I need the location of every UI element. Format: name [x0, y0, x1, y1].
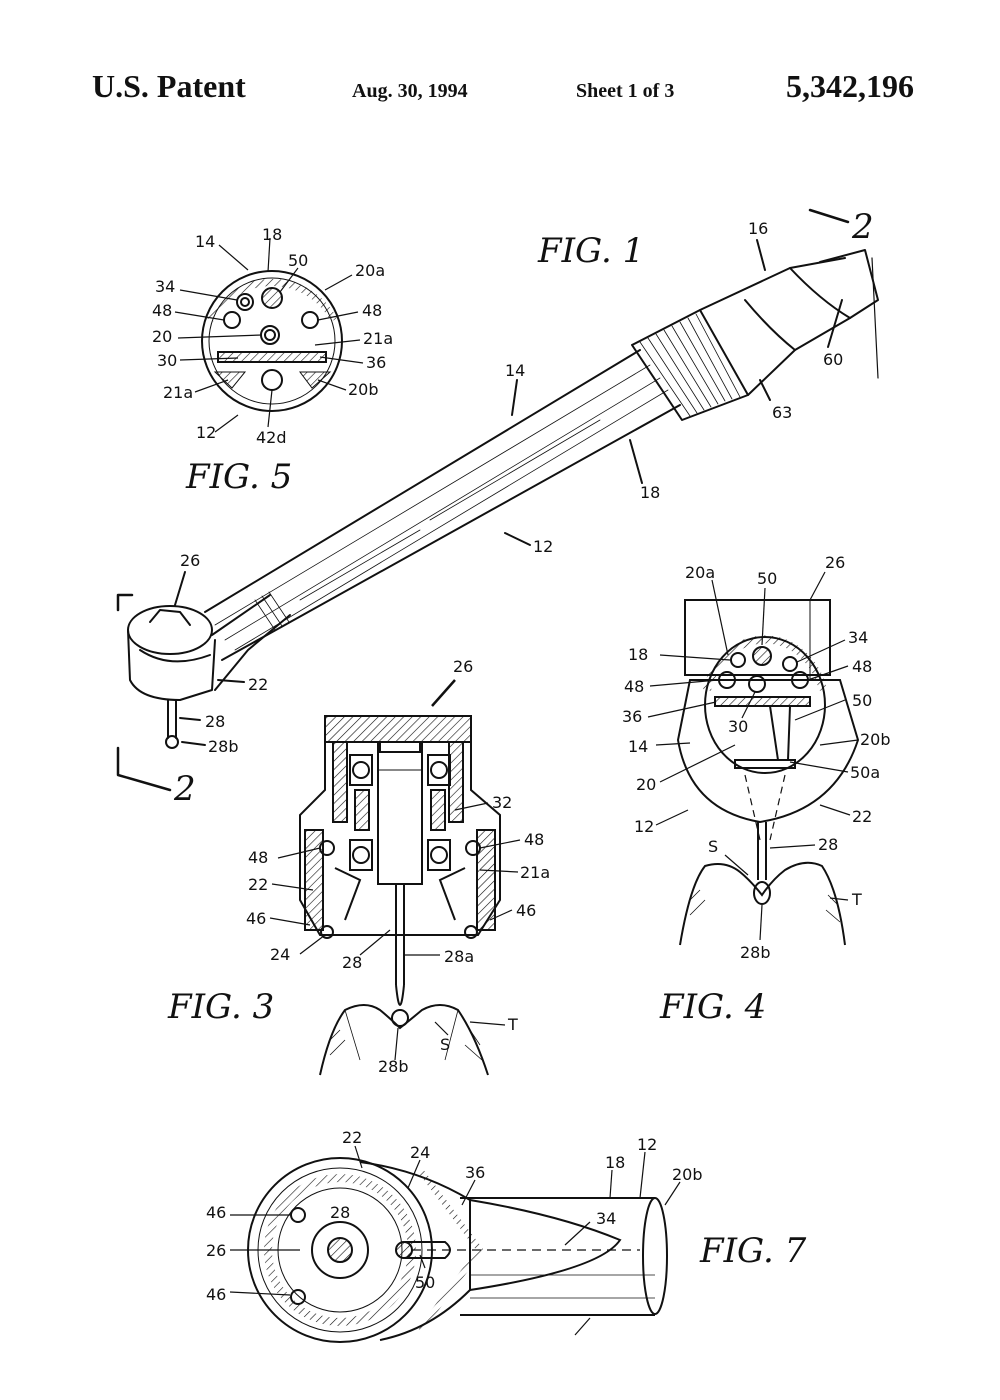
- fig1-label-12: 12: [533, 537, 553, 556]
- fig5-label-34: 34: [155, 277, 175, 296]
- fig7-label-12: 12: [637, 1135, 657, 1154]
- fig5-label-21a-left: 21a: [163, 383, 193, 402]
- fig5-label-30: 30: [157, 351, 177, 370]
- fig1-label-2-top: 2: [851, 207, 874, 247]
- fig3-drawing: [269, 679, 521, 1076]
- fig5-drawing: [174, 237, 364, 433]
- fig4-caption: FIG. 4: [659, 987, 766, 1027]
- fig4-labels: 20a 50 26 18 34 48 48 50 36 30 14 20b 20…: [622, 553, 891, 1027]
- fig5-label-50: 50: [288, 251, 308, 270]
- fig7-label-20b: 20b: [672, 1165, 703, 1184]
- fig1-label-60: 60: [823, 350, 843, 369]
- fig4-label-36: 36: [622, 707, 642, 726]
- fig4-label-18: 18: [628, 645, 648, 664]
- fig5-label-14: 14: [195, 232, 215, 251]
- fig4-label-S: S: [708, 837, 718, 856]
- fig5-caption: FIG. 5: [185, 457, 292, 497]
- fig5-label-12: 12: [196, 423, 216, 442]
- fig4-label-20b: 20b: [860, 730, 891, 749]
- fig4-label-20: 20: [636, 775, 656, 794]
- fig4-label-28b: 28b: [740, 943, 771, 962]
- fig3-label-26: 26: [453, 657, 473, 676]
- fig3-label-22: 22: [248, 875, 268, 894]
- fig4-label-T: T: [851, 890, 862, 909]
- fig7-label-46-top: 46: [206, 1203, 226, 1222]
- fig1-label-2-bottom: 2: [173, 769, 196, 809]
- fig4-label-30: 30: [728, 717, 748, 736]
- fig1-caption: FIG. 1: [537, 231, 644, 271]
- patent-date: Aug. 30, 1994: [352, 80, 468, 102]
- fig3-label-S: S: [440, 1035, 450, 1054]
- fig3-label-46-right: 46: [516, 901, 536, 920]
- fig4-label-50a: 50a: [850, 763, 880, 782]
- fig5-labels: 14 18 50 20a 34 48 48 20 21a 30 36 21a 2…: [152, 225, 393, 497]
- fig4-label-22: 22: [852, 807, 872, 826]
- fig5-label-20a: 20a: [355, 261, 385, 280]
- fig7-label-36: 36: [465, 1163, 485, 1182]
- fig3-label-32: 32: [492, 793, 512, 812]
- fig7-label-28: 28: [330, 1203, 350, 1222]
- fig5-label-48-left: 48: [152, 301, 172, 320]
- fig4-label-48-left: 48: [624, 677, 644, 696]
- fig7-caption: FIG. 7: [699, 1231, 807, 1271]
- fig3-caption: FIG. 3: [167, 987, 274, 1027]
- fig4-drawing: [647, 571, 860, 946]
- fig3-label-28: 28: [342, 953, 362, 972]
- fig7-drawing: [229, 1145, 681, 1343]
- fig1-labels: 16 2 60 63 14 18 12 26 22 28 28b 2 FIG. …: [173, 207, 874, 809]
- fig3-label-24: 24: [270, 945, 290, 964]
- fig7-label-18: 18: [605, 1153, 625, 1172]
- fig3-label-T: T: [507, 1015, 518, 1034]
- fig5-label-42d: 42d: [256, 428, 287, 447]
- fig7-label-34: 34: [596, 1209, 616, 1228]
- fig7-label-22: 22: [342, 1128, 362, 1147]
- fig1-label-26: 26: [180, 551, 200, 570]
- fig4-label-12: 12: [634, 817, 654, 836]
- patent-label: U.S. Patent: [92, 68, 246, 104]
- fig4-label-50-right: 50: [852, 691, 872, 710]
- fig4-label-48-right: 48: [852, 657, 872, 676]
- fig5-label-20: 20: [152, 327, 172, 346]
- fig4-label-50-top: 50: [757, 569, 777, 588]
- fig4-label-34: 34: [848, 628, 868, 647]
- fig4-label-14: 14: [628, 737, 648, 756]
- fig1-drawing: [116, 208, 879, 792]
- fig7-label-50: 50: [415, 1273, 435, 1292]
- patent-number: 5,342,196: [786, 68, 914, 104]
- fig3-label-28a: 28a: [444, 947, 474, 966]
- fig1-label-18: 18: [640, 483, 660, 502]
- fig7-label-24: 24: [410, 1143, 430, 1162]
- fig3-label-48-left: 48: [248, 848, 268, 867]
- fig3-labels: 26 32 48 48 22 21a 46 46 24 28 28a T S 2…: [167, 657, 550, 1076]
- fig5-label-18: 18: [262, 225, 282, 244]
- fig4-label-28: 28: [818, 835, 838, 854]
- fig3-label-21a: 21a: [520, 863, 550, 882]
- fig5-label-21a-right: 21a: [363, 329, 393, 348]
- fig7-label-46-bottom: 46: [206, 1285, 226, 1304]
- fig1-label-28: 28: [205, 712, 225, 731]
- fig1-label-16: 16: [748, 219, 768, 238]
- fig1-label-14: 14: [505, 361, 525, 380]
- fig3-label-46-left: 46: [246, 909, 266, 928]
- fig4-label-26: 26: [825, 553, 845, 572]
- fig4-label-20a: 20a: [685, 563, 715, 582]
- fig7-labels: 22 24 36 18 12 20b 46 28 34 26 50 46 FIG…: [206, 1128, 807, 1304]
- fig5-label-48-right: 48: [362, 301, 382, 320]
- fig1-label-22: 22: [248, 675, 268, 694]
- fig7-label-26: 26: [206, 1241, 226, 1260]
- fig1-label-63: 63: [772, 403, 792, 422]
- fig5-label-20b: 20b: [348, 380, 379, 399]
- fig3-label-28b: 28b: [378, 1057, 409, 1076]
- fig5-label-36: 36: [366, 353, 386, 372]
- fig1-label-28b: 28b: [208, 737, 239, 756]
- fig3-label-48-right: 48: [524, 830, 544, 849]
- sheet-number: Sheet 1 of 3: [576, 80, 675, 102]
